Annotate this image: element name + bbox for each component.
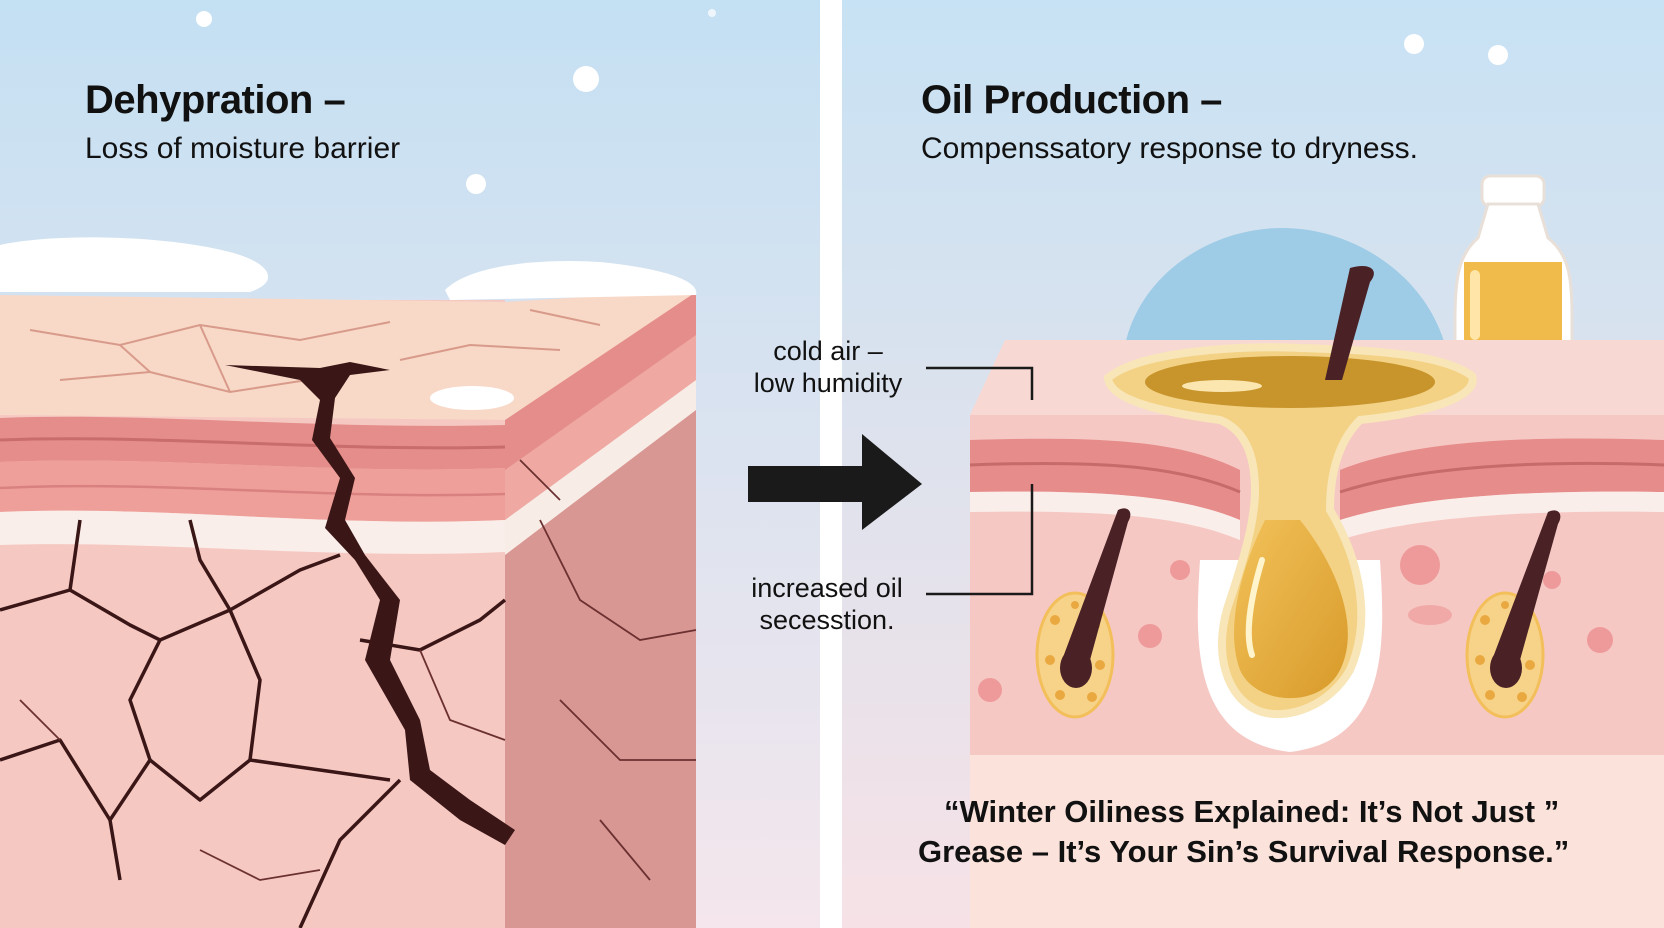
hairline-cracks bbox=[19, 459, 697, 881]
caption-line2: Grease – It’s Your Sin’s Survival Respon… bbox=[918, 834, 1570, 869]
humidity-dome bbox=[1125, 228, 1445, 345]
snow-cap-right bbox=[445, 260, 697, 300]
dermis-dots bbox=[978, 545, 1613, 702]
right-panel bbox=[842, 0, 1664, 928]
right-panel-subtitle: Compenssatory response to dryness. bbox=[921, 132, 1418, 165]
caption: “Winter Oiliness Explained: It’s Not Jus… bbox=[918, 792, 1569, 872]
arrow-right-icon bbox=[748, 434, 922, 530]
snow-cap-left bbox=[0, 237, 269, 292]
effect-label: increased oil secesstion. bbox=[724, 572, 930, 636]
cause-label-line1: cold air – bbox=[773, 336, 883, 366]
left-panel-title: Dehypration – bbox=[85, 78, 346, 122]
surface-cracks bbox=[29, 309, 601, 394]
dermis-cracks bbox=[0, 519, 507, 928]
label-bracket bbox=[926, 366, 1034, 596]
subcutis-right bbox=[970, 755, 1664, 928]
left-panel-subtitle: Loss of moisture barrier bbox=[85, 132, 401, 165]
snowflakes-left bbox=[196, 9, 716, 194]
effect-label-line1: increased oil bbox=[751, 573, 903, 603]
caption-line1: “Winter Oiliness Explained: It’s Not Jus… bbox=[944, 794, 1560, 829]
hair-follicle-left bbox=[1035, 508, 1131, 719]
oil-pool bbox=[1145, 356, 1435, 408]
panel-divider bbox=[820, 0, 842, 928]
hair-shafts bbox=[1035, 265, 1561, 719]
cause-label: cold air – low humidity bbox=[728, 335, 928, 399]
oil-bottle-icon bbox=[1453, 174, 1574, 370]
effect-label-line2: secesstion. bbox=[759, 605, 895, 635]
right-panel-title: Oil Production – bbox=[921, 78, 1222, 122]
hair-follicle-right bbox=[1465, 510, 1561, 719]
cause-label-line2: low humidity bbox=[753, 368, 903, 398]
epidermis-top bbox=[0, 290, 696, 420]
left-panel bbox=[0, 0, 820, 928]
